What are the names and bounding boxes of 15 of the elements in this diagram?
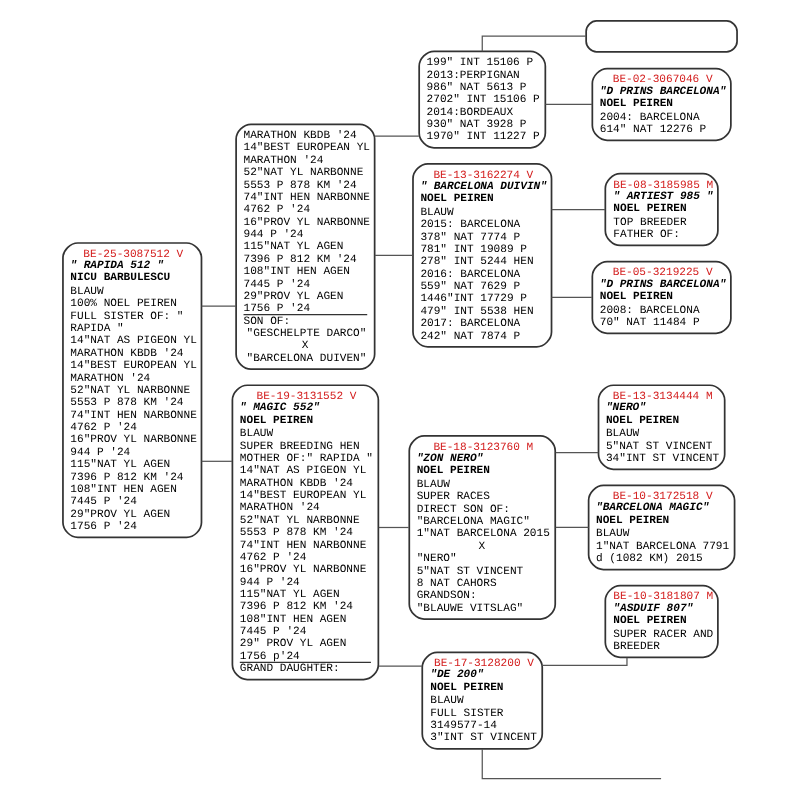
connector bbox=[481, 748, 662, 780]
connector bbox=[374, 254, 414, 256]
connector bbox=[481, 35, 587, 52]
connector bbox=[374, 135, 420, 137]
connector bbox=[550, 296, 593, 299]
connector bbox=[378, 526, 410, 529]
connector bbox=[201, 460, 233, 462]
connector bbox=[541, 657, 628, 666]
connector bbox=[544, 103, 593, 106]
connector bbox=[550, 209, 606, 211]
connector bbox=[378, 665, 423, 667]
connector bbox=[555, 452, 599, 454]
connector bbox=[201, 305, 237, 307]
connector bbox=[555, 526, 590, 529]
node-box bbox=[585, 20, 738, 53]
